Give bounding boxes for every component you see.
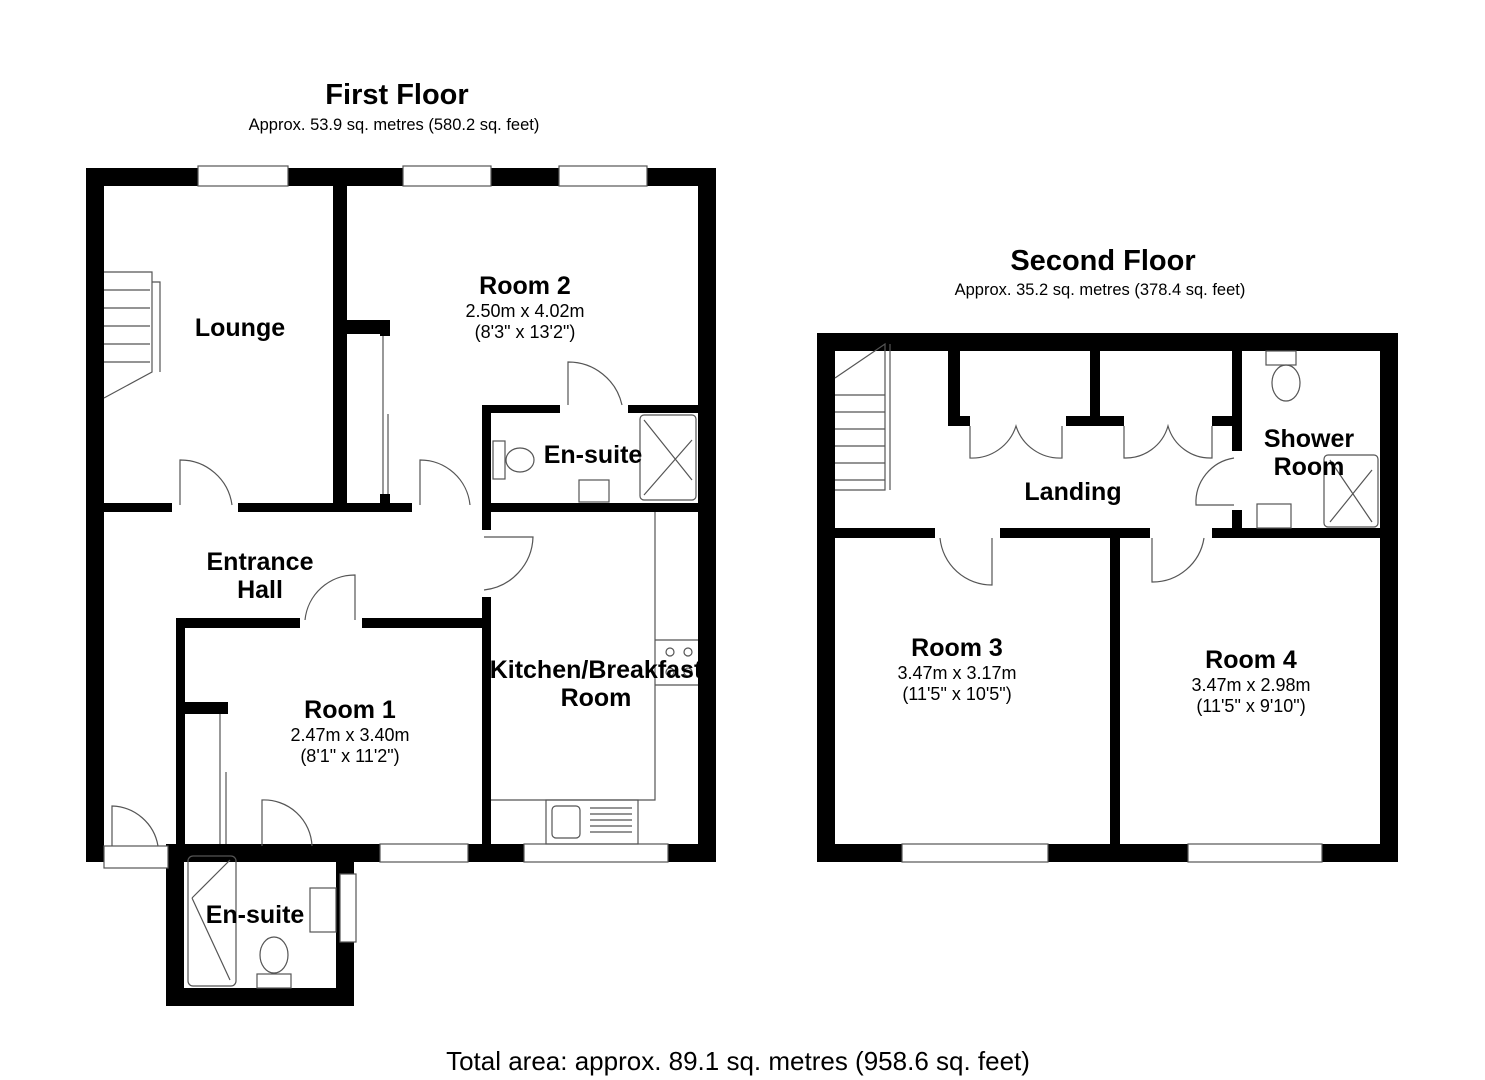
room-label-landing: Landing bbox=[1024, 478, 1121, 506]
door-lounge bbox=[179, 459, 233, 506]
room-label-entrance-hall-line2: Hall bbox=[237, 576, 283, 604]
first-floor-area: Approx. 53.9 sq. metres (580.2 sq. feet) bbox=[249, 116, 540, 134]
room-label-shower-line2: Room bbox=[1274, 453, 1345, 481]
front-door-threshold bbox=[103, 845, 169, 869]
first-floor-plan: First Floor Approx. 53.9 sq. metres (580… bbox=[86, 79, 716, 1006]
room-label-kitchen-line1: Kitchen/Breakfast bbox=[490, 656, 703, 684]
room1-dimensions-metric: 2.47m x 3.40m bbox=[290, 725, 409, 745]
second-floor-title: Second Floor bbox=[1010, 245, 1195, 277]
first-floor-labels: Lounge Room 2 2.50m x 4.02m (8'3" x 13'2… bbox=[195, 272, 703, 929]
second-floor-walls bbox=[817, 333, 1398, 862]
sink bbox=[309, 887, 337, 933]
first-floor-fixtures bbox=[103, 271, 698, 989]
window bbox=[402, 165, 492, 187]
first-floor-doors bbox=[111, 361, 623, 847]
room3-dimensions-imperial: (11'5" x 10'5") bbox=[902, 684, 1011, 704]
cupboard-doors bbox=[969, 424, 1063, 459]
door-ensuite-lower bbox=[261, 799, 313, 847]
room-label-lounge: Lounge bbox=[195, 314, 285, 342]
room-label-shower-line1: Shower bbox=[1264, 425, 1355, 453]
room4-dimensions-imperial: (11'5" x 9'10") bbox=[1196, 696, 1305, 716]
room-label-room2: Room 2 bbox=[479, 272, 571, 300]
cupboard-doors bbox=[1123, 423, 1213, 459]
door-ensuite bbox=[567, 361, 623, 406]
room-label-room4: Room 4 bbox=[1205, 646, 1297, 674]
shower-tray bbox=[1323, 454, 1379, 528]
window bbox=[558, 165, 648, 187]
first-floor-windows bbox=[103, 165, 669, 943]
toilet bbox=[1265, 350, 1297, 366]
second-floor-fixtures bbox=[834, 342, 1379, 529]
staircase bbox=[103, 271, 161, 399]
room-label-ensuite-lower: En-suite bbox=[206, 901, 305, 929]
sink bbox=[578, 479, 610, 503]
window bbox=[379, 843, 469, 863]
second-floor-area: Approx. 35.2 sq. metres (378.4 sq. feet) bbox=[955, 281, 1246, 299]
second-floor-doors bbox=[939, 423, 1235, 586]
door-entrance bbox=[111, 805, 159, 847]
door-room2 bbox=[419, 459, 471, 506]
shower-tray bbox=[639, 414, 697, 501]
room3-dimensions-metric: 3.47m x 3.17m bbox=[897, 663, 1016, 683]
door-shower-room bbox=[1195, 457, 1235, 506]
second-floor-windows bbox=[901, 843, 1323, 863]
first-floor-walls bbox=[86, 168, 716, 1006]
staircase bbox=[834, 342, 891, 491]
window bbox=[197, 165, 289, 187]
room2-dimensions-imperial: (8'3" x 13'2") bbox=[475, 322, 576, 342]
kitchen-sink bbox=[545, 799, 639, 845]
toilet bbox=[505, 447, 535, 473]
window bbox=[1187, 843, 1323, 863]
door-room3 bbox=[939, 537, 993, 586]
room-label-room3: Room 3 bbox=[911, 634, 1003, 662]
door-room4 bbox=[1151, 537, 1205, 583]
sink bbox=[1256, 503, 1292, 529]
door-kitchen bbox=[483, 536, 534, 591]
second-floor-plan: Second Floor Approx. 35.2 sq. metres (37… bbox=[817, 245, 1398, 863]
window bbox=[523, 843, 669, 863]
bath bbox=[187, 855, 237, 987]
first-floor-title: First Floor bbox=[325, 79, 468, 111]
room-label-room1: Room 1 bbox=[304, 696, 396, 724]
room4-dimensions-metric: 3.47m x 2.98m bbox=[1191, 675, 1310, 695]
window bbox=[339, 873, 357, 943]
room-label-kitchen-line2: Room bbox=[561, 684, 632, 712]
room1-dimensions-imperial: (8'1" x 11'2") bbox=[300, 746, 399, 766]
second-floor-labels: Landing Shower Room Room 3 3.47m x 3.17m… bbox=[897, 425, 1354, 716]
room-label-ensuite-upper: En-suite bbox=[544, 441, 643, 469]
room2-dimensions-metric: 2.50m x 4.02m bbox=[465, 301, 584, 321]
total-area: Total area: approx. 89.1 sq. metres (958… bbox=[446, 1046, 1030, 1076]
door-room1 bbox=[304, 574, 356, 621]
window bbox=[901, 843, 1049, 863]
toilet bbox=[259, 936, 289, 974]
room-label-entrance-hall-line1: Entrance bbox=[207, 548, 314, 576]
